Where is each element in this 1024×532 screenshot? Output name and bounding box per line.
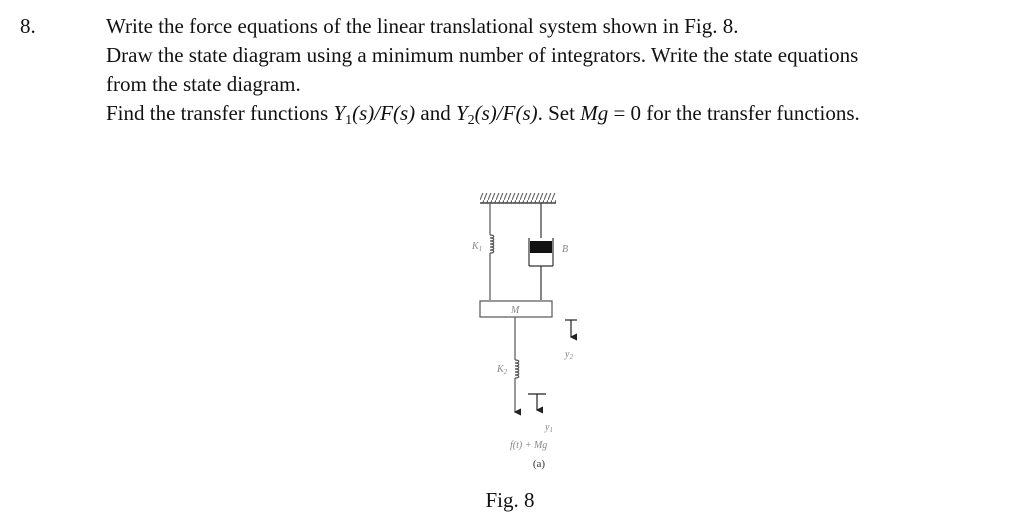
tf2-rest: (s)/F(s) <box>474 101 538 125</box>
tf1-var: Y <box>333 101 346 125</box>
tf1-rest: (s)/F(s) <box>352 101 416 125</box>
question-line-3: from the state diagram. <box>106 72 301 96</box>
tf-and: and <box>415 101 456 125</box>
question-line-1: Write the force equations of the linear … <box>106 14 739 38</box>
b-label: B <box>562 244 568 255</box>
figure-caption: Fig. 8 <box>0 488 1024 513</box>
mg-text: Mg <box>580 101 609 125</box>
mass-block <box>479 300 553 318</box>
question-number: 8. <box>20 14 36 38</box>
k1-label: K1 <box>471 241 482 253</box>
figure-caption-text: Fig. 8 <box>485 488 535 512</box>
question-line-4: Find the transfer functions Y1(s)/F(s) a… <box>106 99 1006 135</box>
y1-displacement-arrow <box>528 393 546 414</box>
y2-displacement-arrow <box>565 319 577 341</box>
set-text: . Set <box>537 101 581 125</box>
ceiling-hatch <box>480 193 556 203</box>
force-label: f(t) + Mg <box>510 440 547 451</box>
spring-k2 <box>513 317 521 416</box>
k2-label: K2 <box>496 364 508 376</box>
line4-prefix: Find the transfer functions <box>106 101 334 125</box>
question-text: Write the force equations of the linear … <box>106 12 1006 135</box>
spring-k1 <box>489 203 495 300</box>
figure-subcaption: (a) <box>532 458 546 470</box>
tf2-var: Y <box>455 101 468 125</box>
m-label: M <box>510 305 520 316</box>
question-line-2: Draw the state diagram using a minimum n… <box>106 43 859 67</box>
y2-label: y2 <box>564 349 573 361</box>
y1-label: y1 <box>544 422 553 434</box>
damper-b <box>528 203 554 300</box>
tf2-sub: 2 <box>467 113 475 128</box>
tf1-sub: 1 <box>345 113 353 128</box>
eq-text: = 0 for the transfer functions. <box>608 101 860 125</box>
